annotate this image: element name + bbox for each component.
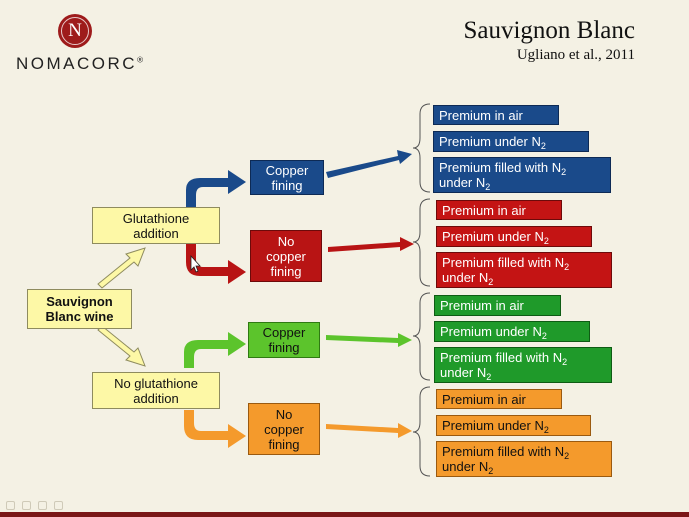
no-copper-orange-line3: fining [268, 436, 300, 452]
source-to-glutathione-arrow [97, 247, 146, 289]
green-under-sub: 2 [541, 331, 547, 341]
orange-filled-sub: 2 [564, 451, 570, 461]
no-copper-line1: No [277, 233, 295, 249]
no-copper-orange-line1: No [275, 406, 293, 422]
blue-output-filled-n2: Premium filled with N2 under N2 [433, 157, 611, 193]
orange-under-sub: 2 [543, 425, 549, 435]
red-filled-sub: 2 [564, 262, 570, 272]
no-glutathione-line2: addition [133, 390, 179, 406]
red-filled-text: Premium filled with N [442, 255, 565, 270]
nomacorc-logo-mark: N [58, 14, 92, 48]
copper-fining-green-line1: Copper [262, 325, 306, 340]
source-line1: Sauvignon [46, 294, 113, 309]
glutathione-addition-node: Glutathione addition [92, 207, 220, 244]
orange-output-under-n2: Premium under N2 [436, 415, 591, 436]
orange-filled-under-text: under N [442, 459, 489, 474]
no-copper-line2: copper [266, 248, 306, 264]
orange-output-filled-n2: Premium filled with N2 under N2 [436, 441, 612, 477]
no-copper-to-outputs-arrow [328, 237, 414, 252]
copper-fining-node-blue: Copper fining [250, 160, 324, 195]
copper2-to-outputs-arrow [326, 333, 412, 347]
blue-filled-text: Premium filled with N [439, 160, 562, 175]
green-filled-text: Premium filled with N [440, 350, 563, 365]
orange-under-text: Premium under N [442, 418, 544, 433]
green-filled-sub: 2 [562, 357, 568, 367]
red-under-sub: 2 [543, 236, 549, 246]
green-filled-under-sub: 2 [486, 372, 492, 382]
blue-under-text: Premium under N [439, 134, 541, 149]
orange-in-air-text: Premium in air [442, 392, 526, 407]
slide-citation: Ugliano et al., 2011 [516, 47, 635, 63]
source-to-no-glutathione-arrow [97, 325, 146, 367]
source-line2: Blanc wine [45, 309, 114, 324]
next-slide-icon[interactable] [54, 501, 63, 510]
no-copper2-to-outputs-arrow [326, 423, 412, 438]
no-copper-orange-line2: copper [264, 421, 304, 437]
blue-filled-under-text: under N [439, 175, 486, 190]
slide-title: Sauvignon Blanc [463, 17, 635, 44]
menu-icon[interactable] [38, 501, 47, 510]
green-output-under-n2: Premium under N2 [434, 321, 590, 342]
pen-icon[interactable] [22, 501, 31, 510]
blue-filled-sub: 2 [561, 167, 567, 177]
mouse-cursor-icon [190, 254, 201, 273]
blue-output-under-n2: Premium under N2 [433, 131, 589, 152]
copper-fining-line2: fining [271, 177, 303, 193]
no-glutathione-addition-node: No glutathione addition [92, 372, 220, 409]
brace-blue [412, 103, 431, 193]
glutathione-line2: addition [133, 225, 179, 241]
registered-mark: ® [137, 55, 146, 65]
bottom-bar [0, 512, 689, 517]
copper-to-outputs-arrow [326, 150, 412, 178]
green-filled-under-text: under N [440, 365, 487, 380]
orange-filled-under-sub: 2 [488, 466, 494, 476]
brace-red [412, 198, 431, 287]
no-copper-fining-node-orange: No copper fining [248, 403, 320, 455]
sauvignon-blanc-wine-node: Sauvignon Blanc wine [27, 289, 132, 329]
copper-fining-green-line2: fining [268, 340, 300, 355]
red-in-air-text: Premium in air [442, 203, 526, 218]
green-in-air-text: Premium in air [440, 298, 524, 313]
no-glutathione-to-copper-arrow [184, 332, 246, 368]
glutathione-to-copper-arrow [186, 170, 246, 207]
logo-ring [61, 17, 89, 45]
no-copper-line3: fining [270, 263, 302, 279]
red-filled-under-sub: 2 [488, 277, 494, 287]
blue-in-air-text: Premium in air [439, 108, 523, 123]
copper-fining-line1: Copper [265, 162, 309, 178]
green-output-in-air: Premium in air [434, 295, 561, 316]
green-under-text: Premium under N [440, 324, 542, 339]
red-filled-under-text: under N [442, 270, 489, 285]
no-copper-fining-node-red: No copper fining [250, 230, 322, 282]
blue-under-sub: 2 [540, 141, 546, 151]
orange-output-in-air: Premium in air [436, 389, 562, 409]
no-glutathione-line1: No glutathione [114, 375, 198, 391]
copper-fining-node-green: Copper fining [248, 322, 320, 358]
brace-green [412, 292, 431, 381]
red-output-under-n2: Premium under N2 [436, 226, 592, 247]
red-under-text: Premium under N [442, 229, 544, 244]
orange-filled-text: Premium filled with N [442, 444, 565, 459]
green-output-filled-n2: Premium filled with N2 under N2 [434, 347, 612, 383]
brace-orange [412, 386, 431, 477]
no-glutathione-to-no-copper-arrow [184, 410, 246, 448]
red-output-in-air: Premium in air [436, 200, 562, 220]
logo-name-text: NOMACORC [16, 54, 138, 73]
red-output-filled-n2: Premium filled with N2 under N2 [436, 252, 612, 288]
blue-output-in-air: Premium in air [433, 105, 559, 125]
glutathione-line1: Glutathione [122, 210, 190, 226]
logo-name: NOMACORC® [16, 54, 145, 74]
glutathione-to-no-copper-arrow [186, 244, 246, 284]
prev-slide-icon[interactable] [6, 501, 15, 510]
blue-filled-under-sub: 2 [485, 182, 491, 192]
